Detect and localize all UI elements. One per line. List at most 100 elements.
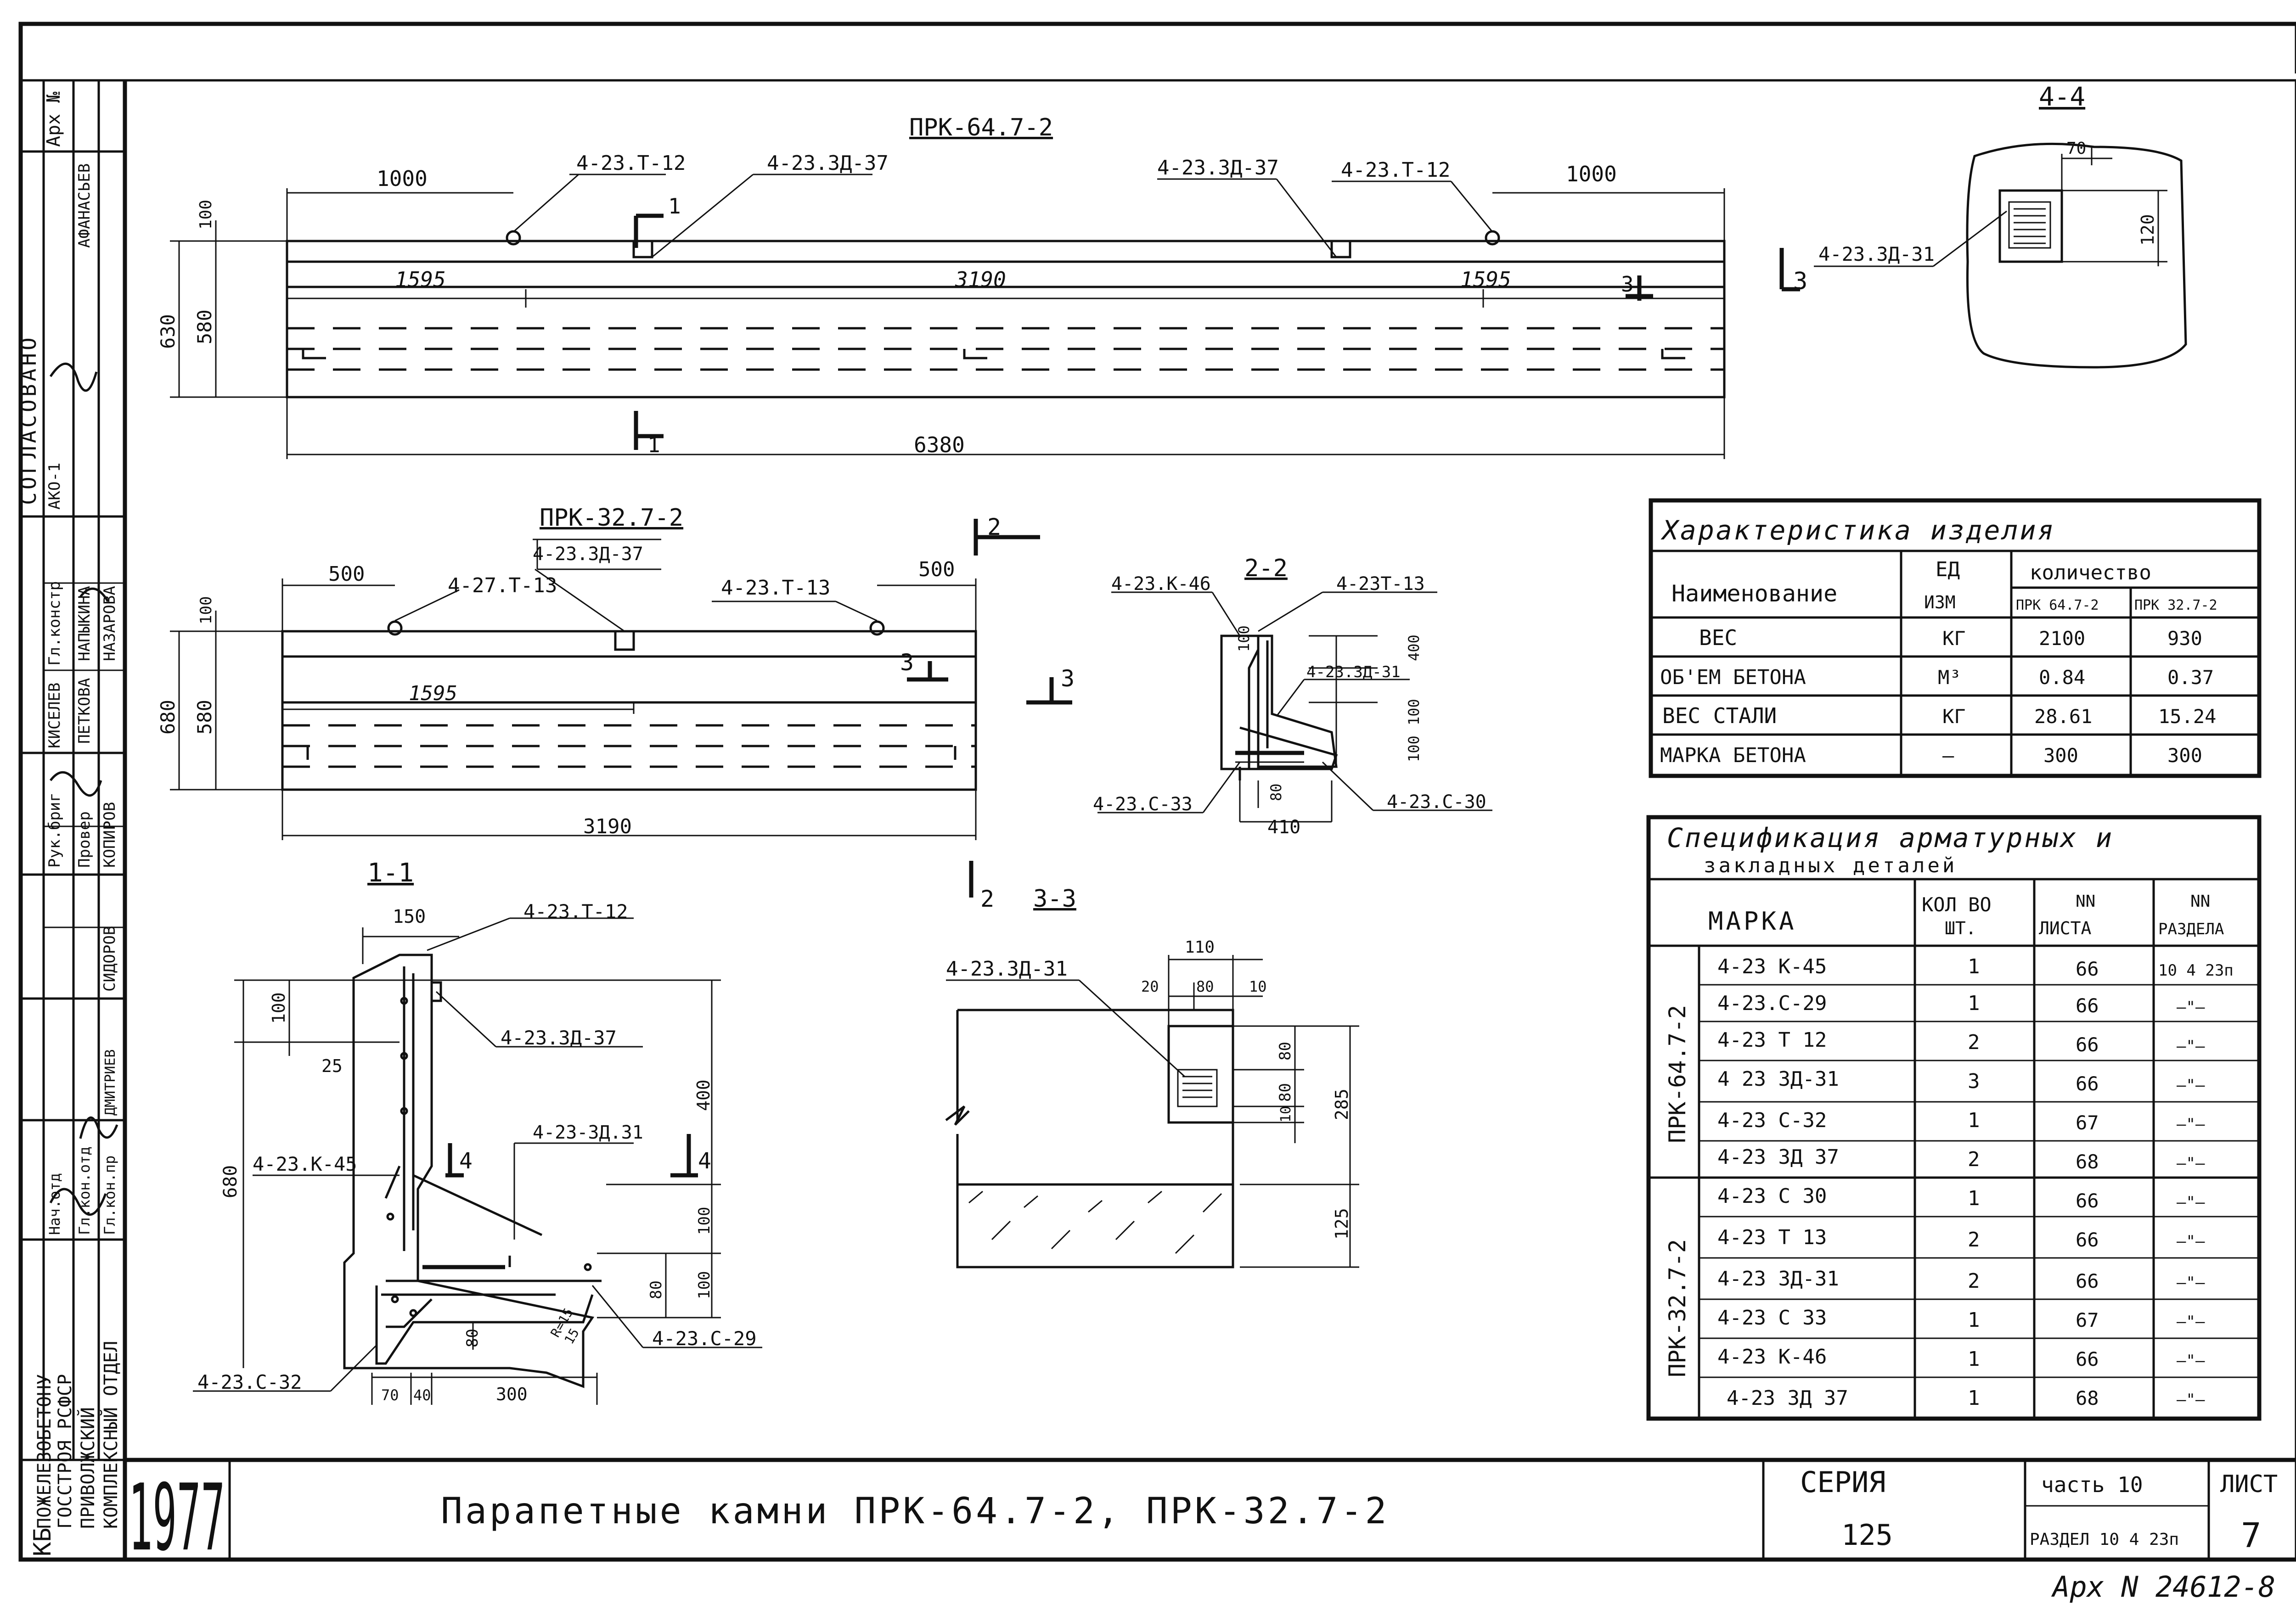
row-unit: — bbox=[1942, 744, 1954, 767]
spec-section: —"— bbox=[2177, 998, 2205, 1016]
spec-qty: 1 bbox=[1968, 1386, 1980, 1410]
dim-label: 25 bbox=[321, 1056, 343, 1076]
org-line-4: КОМПЛЕКСНЫЙ ОТДЕЛ bbox=[100, 1341, 122, 1529]
dim-label: 10 bbox=[1249, 978, 1267, 995]
group-label: ПРК-64.7-2 bbox=[1664, 1005, 1691, 1143]
spec-sheet: 66 bbox=[2076, 958, 2099, 980]
spec-mark: 4-23 С 30 bbox=[1717, 1184, 1827, 1208]
stamp-rows: Гл.констр АФАНАСЬЕВ АКО-1 КИСЕЛЕВ НАПЫКИ… bbox=[45, 163, 119, 1235]
spec-sheet: 68 bbox=[2076, 1150, 2099, 1173]
dim-label: 100 bbox=[269, 992, 289, 1024]
spec-mark: 4-23 С-32 bbox=[1717, 1109, 1827, 1132]
spec-sheet: 66 bbox=[2076, 1033, 2099, 1056]
dim-label: 6380 bbox=[914, 432, 965, 457]
year-label: 1977 bbox=[129, 1465, 225, 1571]
dim-label: 1595 bbox=[409, 682, 457, 705]
dim-label: 80 bbox=[1276, 1083, 1294, 1102]
dim-label: 3190 bbox=[955, 267, 1006, 292]
dim-label: 1000 bbox=[377, 166, 428, 191]
cut-mark: 3 bbox=[1061, 665, 1075, 692]
stamp-role: АКО-1 bbox=[45, 463, 64, 510]
callout-label: 4-23-ЗД.31 bbox=[533, 1122, 643, 1143]
dim-label: 100 bbox=[197, 596, 215, 624]
dim-label: 300 bbox=[496, 1384, 528, 1404]
spec-section: —"— bbox=[2177, 1391, 2205, 1409]
dim-label: 1595 bbox=[1460, 267, 1511, 292]
col-header: ЕД bbox=[1936, 558, 1960, 581]
specification-title-1: Спецификация арматурных и bbox=[1667, 822, 2114, 853]
callout-label: 4-23.ЗД-37 bbox=[501, 1027, 617, 1049]
stamp-name: ДМИТРИЕВ bbox=[102, 1049, 118, 1116]
stamp-name: НАЗАРОВА bbox=[101, 586, 119, 661]
part-label: часть 10 bbox=[2041, 1472, 2143, 1497]
spec-mark: 4-23 ЗД 37 bbox=[1727, 1386, 1848, 1410]
dim-label: 3190 bbox=[583, 815, 632, 838]
sheet-title: Парапетные камни ПРК-64.7-2, ПРК-32.7-2 bbox=[441, 1491, 1389, 1532]
callout-label: 4-23.ЗД-37 bbox=[767, 152, 889, 175]
spec-section: —"— bbox=[2177, 1154, 2205, 1173]
row-value: 28.61 bbox=[2034, 705, 2092, 728]
section-1-1 bbox=[193, 917, 762, 1405]
stamp-role: Рук.бриг bbox=[45, 792, 64, 868]
spec-mark: 4-23 ЗД 37 bbox=[1717, 1145, 1839, 1169]
dim-label: 1000 bbox=[1566, 162, 1617, 186]
spec-qty: 1 bbox=[1968, 1347, 1980, 1371]
dim-label: 100 bbox=[197, 200, 215, 230]
stamp-role: Гл.кон.отд bbox=[76, 1146, 93, 1235]
row-name: ОБ'ЕМ БЕТОНА bbox=[1660, 666, 1806, 689]
section-title-3-3: 3-3 bbox=[1033, 885, 1076, 913]
row-value: 15.24 bbox=[2158, 705, 2216, 728]
dim-label: 100 bbox=[1405, 735, 1423, 762]
series-value: 125 bbox=[1841, 1518, 1893, 1552]
dim-label: 120 bbox=[2138, 214, 2158, 246]
view-title-32: ПРК-32.7-2 bbox=[540, 504, 683, 532]
callout-label: 4-23.К-46 bbox=[1111, 573, 1211, 595]
dim-label: 10 bbox=[1278, 1106, 1294, 1122]
spec-mark: 4-23 К-45 bbox=[1717, 955, 1827, 978]
dim-label: 400 bbox=[693, 1079, 714, 1111]
row-unit: КГ bbox=[1942, 705, 1966, 728]
approval-stamp bbox=[21, 79, 125, 1461]
section-label: РАЗДЕЛ 10 4 23п bbox=[2030, 1530, 2179, 1549]
callout-label: 4-23.С-33 bbox=[1093, 794, 1193, 815]
lifting-loop bbox=[387, 620, 403, 636]
callout-label: 4-23.С-32 bbox=[197, 1371, 302, 1393]
view-title-64: ПРК-64.7-2 bbox=[909, 114, 1053, 141]
spec-mark: 4-23 К-46 bbox=[1717, 1345, 1827, 1369]
row-unit: М³ bbox=[1938, 666, 1961, 689]
spec-section: —"— bbox=[2177, 1352, 2205, 1370]
org-line-1: ПОЖЕЛЕЗОБЕТОНУ bbox=[34, 1374, 55, 1529]
dim-label: 410 bbox=[1267, 817, 1300, 838]
spec-mark: 4-23 ЗД-31 bbox=[1717, 1267, 1839, 1291]
dim-label: 20 bbox=[1141, 978, 1159, 995]
spec-qty: 3 bbox=[1968, 1070, 1980, 1093]
characteristics-table bbox=[1649, 498, 2262, 778]
dim-label: 80 bbox=[647, 1280, 665, 1299]
col-header: КОЛ ВО bbox=[1922, 893, 1992, 916]
sheet-frame bbox=[18, 22, 2296, 1562]
dim-label: 70 bbox=[2066, 139, 2086, 158]
col-header: Наименование bbox=[1671, 580, 1837, 607]
dim-label: 100 bbox=[695, 1207, 714, 1235]
cut-mark: 4 bbox=[459, 1148, 473, 1174]
spec-section: 10 4 23п bbox=[2158, 961, 2234, 980]
cut-mark: 2 bbox=[980, 886, 994, 912]
spec-sheet: 66 bbox=[2076, 1229, 2099, 1251]
approved-label: СОГЛАСОВАНО bbox=[16, 335, 41, 505]
dim-label: 500 bbox=[328, 562, 365, 586]
spec-mark: 4-23.С-29 bbox=[1717, 992, 1827, 1015]
row-value: 300 bbox=[2167, 744, 2202, 767]
dim-label: 680 bbox=[157, 700, 179, 735]
spec-section: —"— bbox=[2177, 1313, 2205, 1331]
callout-label: 4-23.Т-12 bbox=[576, 152, 686, 175]
spec-sheet: 66 bbox=[2076, 1348, 2099, 1370]
dim-label: 100 bbox=[1235, 625, 1253, 652]
characteristics-rows: ВЕС КГ 2100 930 ОБ'ЕМ БЕТОНА М³ 0.84 0.3… bbox=[1660, 625, 2216, 767]
row-value: 300 bbox=[2043, 744, 2078, 767]
series-label: СЕРИЯ bbox=[1800, 1465, 1886, 1499]
cut-mark: 1 bbox=[668, 194, 681, 219]
row-name: ВЕС bbox=[1699, 625, 1737, 650]
col-header: ИЗМ bbox=[1924, 592, 1956, 612]
callout-label: 4-23.Т-12 bbox=[1341, 158, 1450, 182]
